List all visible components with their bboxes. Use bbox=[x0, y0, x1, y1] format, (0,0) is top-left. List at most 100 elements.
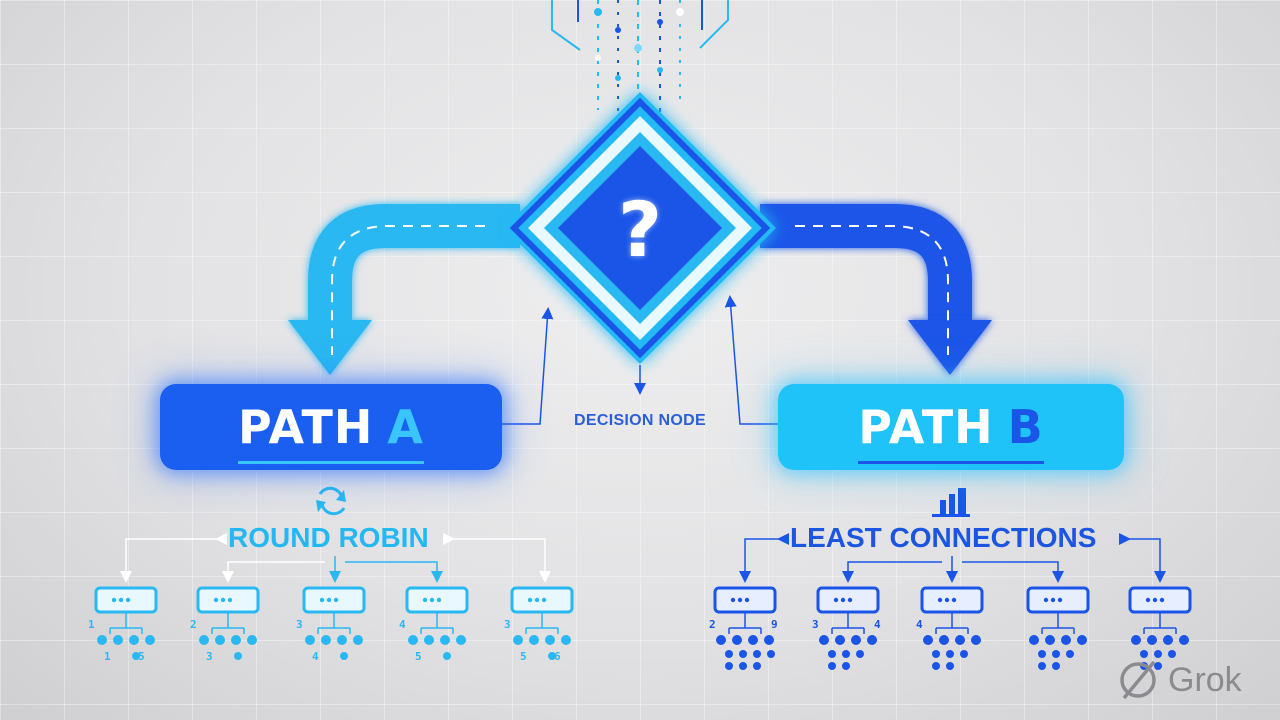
lc-server-3[interactable] bbox=[920, 586, 984, 670]
lc-server-led bbox=[737, 597, 743, 603]
lc-server-branch bbox=[728, 612, 762, 634]
lc-connection-dot bbox=[1077, 635, 1087, 645]
lc-server-4[interactable] bbox=[1026, 586, 1090, 670]
lc-connection-dot bbox=[939, 635, 949, 645]
lc-connection-dot bbox=[971, 635, 981, 645]
lc-server-count-left: 4 bbox=[916, 618, 923, 631]
bar-chart-icon bbox=[932, 488, 970, 517]
rr-connection-dot bbox=[545, 635, 555, 645]
rr-connection-dot bbox=[321, 635, 331, 645]
lc-connection-dot bbox=[748, 635, 758, 645]
grok-watermark-text: Grok bbox=[1168, 660, 1242, 699]
lc-server-led bbox=[833, 597, 839, 603]
lc-server-led bbox=[744, 597, 750, 603]
path-b-title: PATH B bbox=[858, 400, 1044, 464]
lc-server-led bbox=[1145, 597, 1151, 603]
branch-arrow-path-b bbox=[760, 204, 992, 375]
feedback-connector-a bbox=[502, 307, 554, 425]
rr-server-led bbox=[111, 597, 117, 603]
rr-server-led bbox=[227, 597, 233, 603]
path-b-letter: B bbox=[1007, 400, 1044, 454]
lc-connection-dot bbox=[1061, 635, 1071, 645]
lc-connection-dot bbox=[960, 650, 968, 658]
lc-server-led bbox=[1050, 597, 1056, 603]
rr-connection-dot bbox=[199, 635, 209, 645]
rr-server-count-top: 3 bbox=[504, 618, 511, 631]
lc-server-branch bbox=[1143, 612, 1177, 634]
least-connections-distribution bbox=[739, 533, 1166, 583]
lc-connection-dot bbox=[1154, 662, 1162, 670]
lc-server-led bbox=[951, 597, 957, 603]
rr-server-3[interactable] bbox=[302, 586, 366, 660]
lc-server-led bbox=[937, 597, 943, 603]
lc-connection-dot bbox=[732, 635, 742, 645]
lc-server-branch bbox=[1041, 612, 1075, 634]
lc-connection-dot bbox=[923, 635, 933, 645]
rr-connection-dot bbox=[424, 635, 434, 645]
grok-logo-icon bbox=[1120, 660, 1156, 700]
least-connections-server-group bbox=[713, 586, 1192, 670]
rr-connection-dot bbox=[231, 635, 241, 645]
rr-server-led bbox=[429, 597, 435, 603]
rr-server-count-left: 3 bbox=[206, 650, 213, 663]
round-robin-label: ROUND ROBIN bbox=[228, 522, 429, 553]
rr-connection-dot bbox=[129, 635, 139, 645]
lc-connection-dot bbox=[955, 635, 965, 645]
round-robin-distribution bbox=[120, 533, 551, 583]
rr-connection-dot bbox=[247, 635, 257, 645]
rr-server-1[interactable] bbox=[94, 586, 158, 660]
lc-server-led bbox=[847, 597, 853, 603]
rr-connection-dot bbox=[440, 635, 450, 645]
grok-watermark: Grok bbox=[1116, 656, 1242, 704]
lc-server-led bbox=[1152, 597, 1158, 603]
rr-connection-dot bbox=[113, 635, 123, 645]
lc-server-count-left: 3 bbox=[812, 618, 819, 631]
lc-connection-dot bbox=[842, 662, 850, 670]
lc-connection-dot bbox=[828, 662, 836, 670]
lc-connection-dot bbox=[1168, 650, 1176, 658]
rr-connection-dot bbox=[305, 635, 315, 645]
lc-connection-dot bbox=[1131, 635, 1141, 645]
path-a-underline bbox=[237, 461, 424, 464]
branch-arrow-path-a bbox=[288, 204, 520, 375]
incoming-data-streams bbox=[551, 0, 729, 120]
rr-server-count-left: 5 bbox=[415, 650, 422, 663]
rr-server-count-right: 5 bbox=[138, 650, 145, 663]
lc-connection-dot bbox=[1038, 650, 1046, 658]
rr-server-led bbox=[422, 597, 428, 603]
path-a-title: PATH A bbox=[237, 400, 424, 464]
rr-server-count-top: 1 bbox=[88, 618, 95, 631]
lc-connection-dot bbox=[1147, 635, 1157, 645]
rr-server-5[interactable] bbox=[510, 586, 574, 660]
lc-server-count-right: 9 bbox=[771, 618, 778, 631]
rr-server-count-top: 3 bbox=[296, 618, 303, 631]
lc-connection-dot bbox=[932, 662, 940, 670]
rr-server-branch bbox=[211, 612, 245, 634]
lc-server-5[interactable] bbox=[1128, 586, 1192, 670]
lc-server-branch bbox=[831, 612, 865, 634]
lc-connection-dot bbox=[716, 635, 726, 645]
lc-server-2[interactable] bbox=[816, 586, 880, 670]
lc-server-1[interactable] bbox=[713, 586, 777, 670]
lc-server-led bbox=[840, 597, 846, 603]
rr-server-led bbox=[436, 597, 442, 603]
lc-connection-dot bbox=[835, 635, 845, 645]
path-a-box[interactable]: PATH A bbox=[160, 384, 502, 470]
rr-server-led bbox=[326, 597, 332, 603]
rr-server-led bbox=[541, 597, 547, 603]
rr-connection-dot bbox=[548, 652, 556, 660]
decision-node-label: DECISION NODE bbox=[574, 412, 706, 429]
rr-server-branch bbox=[109, 612, 143, 634]
path-b-box[interactable]: PATH B bbox=[778, 384, 1124, 470]
lc-connection-dot bbox=[1163, 635, 1173, 645]
lc-connection-dot bbox=[1045, 635, 1055, 645]
lc-server-led bbox=[1057, 597, 1063, 603]
lc-server-count-left: 2 bbox=[709, 618, 716, 631]
lc-connection-dot bbox=[867, 635, 877, 645]
path-b-word: PATH bbox=[858, 400, 994, 454]
lc-connection-dot bbox=[739, 650, 747, 658]
rr-server-2[interactable] bbox=[196, 586, 260, 660]
rr-server-4[interactable] bbox=[405, 586, 469, 660]
rr-server-count-left: 5 bbox=[520, 650, 527, 663]
